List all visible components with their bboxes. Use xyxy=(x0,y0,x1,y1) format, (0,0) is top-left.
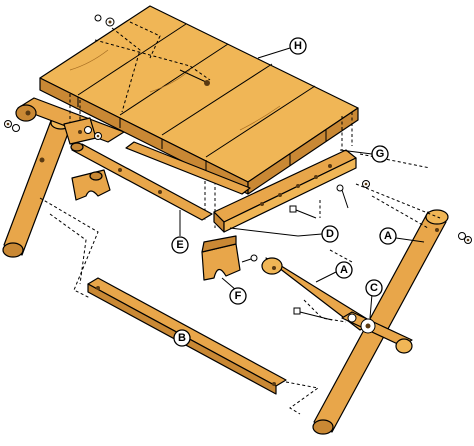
callout-c: C xyxy=(365,279,383,319)
stretcher-e xyxy=(70,142,213,221)
callout-h-label: H xyxy=(294,40,302,52)
pivot-crossbar-c xyxy=(341,311,413,354)
assembly-dashed-lines xyxy=(39,153,441,415)
callout-d-label: D xyxy=(326,228,334,240)
bolt-head-icon xyxy=(94,14,102,22)
callout-f: F xyxy=(221,277,247,305)
callout-b-label: B xyxy=(178,332,186,344)
callout-a-right-leg-label: A xyxy=(384,230,392,242)
right-leg xyxy=(312,209,449,435)
front-rail xyxy=(213,149,357,233)
callout-e-label: E xyxy=(176,239,183,251)
back-stretcher xyxy=(125,141,251,195)
callout-h: H xyxy=(257,37,307,59)
dowel-d xyxy=(229,227,299,237)
callout-c-label: C xyxy=(370,282,378,294)
callout-e: E xyxy=(171,210,189,254)
left-notched-block xyxy=(71,169,111,201)
callout-b: B xyxy=(173,329,191,347)
callout-f-label: F xyxy=(235,290,242,302)
callout-g: G xyxy=(339,145,389,163)
top-bolt xyxy=(179,69,210,86)
foot-block-f xyxy=(201,235,241,281)
callout-a-rail: A xyxy=(315,261,353,283)
callout-a-rail-label: A xyxy=(340,264,348,276)
hardware xyxy=(4,14,472,321)
callout-g-label: G xyxy=(376,148,385,160)
left-leg xyxy=(2,116,72,258)
rail-a-short xyxy=(261,257,373,331)
callout-a-right-leg: A xyxy=(379,227,425,245)
callout-d: D xyxy=(297,225,339,243)
bolt-f xyxy=(241,254,258,263)
table-top xyxy=(39,5,359,195)
